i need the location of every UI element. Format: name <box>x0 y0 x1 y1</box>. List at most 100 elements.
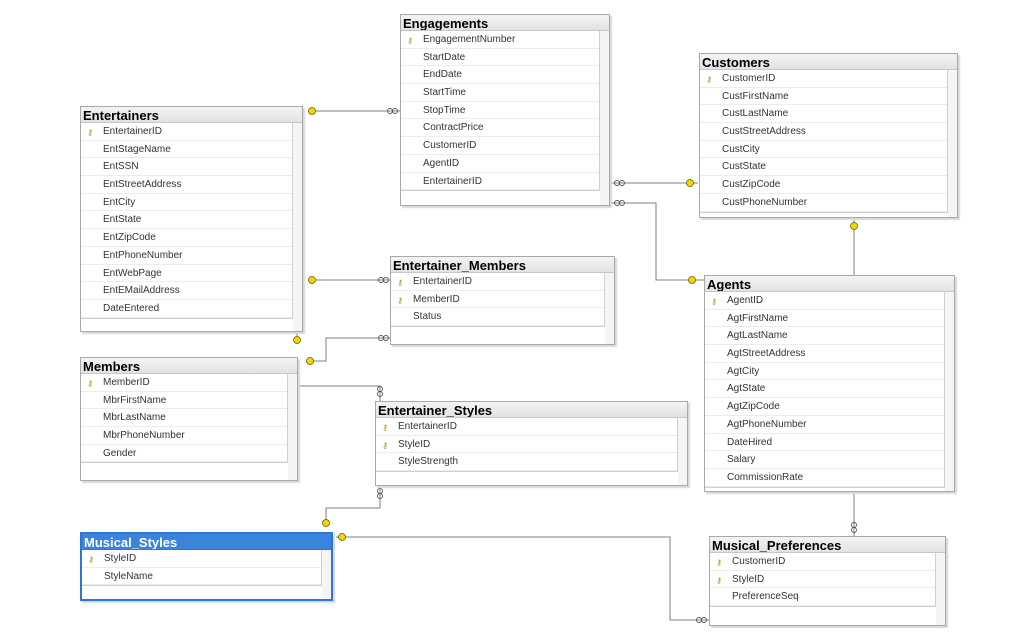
column-row[interactable]: EntZipCode <box>81 229 292 247</box>
column-row[interactable]: CommissionRate <box>705 469 944 487</box>
column-row[interactable]: ⚷AgentID <box>705 292 944 310</box>
column-row[interactable]: AgentID <box>401 155 599 173</box>
column-row[interactable]: ⚷StyleID <box>82 550 321 568</box>
column-row[interactable]: ⚷CustomerID <box>700 70 947 88</box>
column-row[interactable]: ⚷EntertainerID <box>376 418 677 436</box>
column-name: EndDate <box>423 69 462 81</box>
scrollbar-track[interactable] <box>948 70 957 217</box>
column-row[interactable]: AgtCity <box>705 363 944 381</box>
column-row[interactable]: MbrLastName <box>81 409 287 428</box>
column-row[interactable]: CustomerID <box>401 137 599 155</box>
column-row[interactable]: EntStreetAddress <box>81 176 292 194</box>
table-title[interactable]: Entertainers <box>81 107 302 123</box>
primary-key-icon: ⚷ <box>397 295 403 305</box>
column-name: AgentID <box>423 157 460 169</box>
column-row[interactable]: PreferenceSeq <box>710 588 935 607</box>
scrollbar-track[interactable] <box>936 553 945 625</box>
column-name: CustZipCode <box>722 179 781 191</box>
column-row[interactable]: CustCity <box>700 141 947 159</box>
column-row[interactable]: ⚷EntertainerID <box>391 273 604 291</box>
column-row[interactable]: AgtState <box>705 380 944 399</box>
column-row[interactable]: EndDate <box>401 66 599 85</box>
scrollbar-track[interactable] <box>288 374 297 480</box>
scrollbar-track[interactable] <box>945 292 954 491</box>
table-title[interactable]: Agents <box>705 276 954 292</box>
column-row[interactable]: EntStageName <box>81 141 292 159</box>
column-row[interactable]: Gender <box>81 445 287 463</box>
column-row[interactable]: Salary <box>705 451 944 469</box>
column-row[interactable]: ⚷EntertainerID <box>81 123 292 141</box>
column-row[interactable]: AgtZipCode <box>705 398 944 416</box>
column-row[interactable]: CustZipCode <box>700 176 947 194</box>
column-row[interactable]: ContractPrice <box>401 119 599 138</box>
column-row[interactable]: EntPhoneNumber <box>81 247 292 265</box>
scrollbar-track[interactable] <box>600 31 609 205</box>
table-title[interactable]: Engagements <box>401 15 609 31</box>
table-title[interactable]: Entertainer_Members <box>391 257 614 273</box>
column-row[interactable]: StartDate <box>401 49 599 67</box>
column-row[interactable]: EntSSN <box>81 158 292 177</box>
column-row[interactable]: EntCity <box>81 194 292 212</box>
column-row[interactable]: StopTime <box>401 102 599 120</box>
scrollbar-track[interactable] <box>678 418 687 485</box>
column-row[interactable]: CustState <box>700 158 947 177</box>
column-row[interactable]: EntertainerID <box>401 173 599 191</box>
column-row[interactable]: CustLastName <box>700 105 947 124</box>
column-row[interactable]: ⚷StyleID <box>376 436 677 454</box>
column-row[interactable]: MbrFirstName <box>81 392 287 410</box>
column-name: EntCity <box>103 196 136 208</box>
column-name: EntSSN <box>103 161 139 173</box>
column-row[interactable]: CustStreetAddress <box>700 123 947 141</box>
column-name: EngagementNumber <box>423 34 516 45</box>
column-name: AgtZipCode <box>727 401 780 413</box>
infinity-end-marker <box>696 617 707 623</box>
column-row[interactable]: ⚷MemberID <box>391 291 604 309</box>
column-row[interactable]: StartTime <box>401 84 599 102</box>
column-row[interactable]: ⚷MemberID <box>81 374 287 392</box>
primary-key-icon: ⚷ <box>706 75 712 84</box>
column-row[interactable]: EntState <box>81 211 292 230</box>
column-row[interactable]: ⚷StyleID <box>710 571 935 589</box>
primary-key-icon: ⚷ <box>716 575 722 585</box>
column-row[interactable]: AgtFirstName <box>705 310 944 328</box>
scrollbar-track[interactable] <box>605 273 614 344</box>
column-row[interactable]: DateEntered <box>81 300 292 318</box>
column-row[interactable]: EntWebPage <box>81 265 292 283</box>
table-title[interactable]: Customers <box>700 54 957 70</box>
table-title[interactable]: Musical_Styles <box>82 534 331 550</box>
scrollbar-track[interactable] <box>322 550 331 599</box>
column-row[interactable]: Status <box>391 308 604 327</box>
column-name: StartTime <box>423 87 466 99</box>
column-row[interactable]: StyleStrength <box>376 453 677 472</box>
column-row[interactable]: ⚷EngagementNumber <box>401 31 599 49</box>
column-name: CustStreetAddress <box>722 126 806 138</box>
column-row[interactable]: MbrPhoneNumber <box>81 427 287 445</box>
column-row[interactable]: CustFirstName <box>700 88 947 106</box>
table-entertainer-styles[interactable]: Entertainer_Styles⚷EntertainerID⚷StyleID… <box>375 401 688 486</box>
table-title[interactable]: Musical_Preferences <box>710 537 945 553</box>
scrollbar-track[interactable] <box>293 123 302 331</box>
column-row[interactable]: ⚷CustomerID <box>710 553 935 571</box>
column-row[interactable]: DateHired <box>705 434 944 452</box>
column-row[interactable]: AgtStreetAddress <box>705 345 944 363</box>
column-row[interactable]: AgtPhoneNumber <box>705 416 944 434</box>
column-name: CustCity <box>722 143 760 155</box>
column-row[interactable]: AgtLastName <box>705 327 944 346</box>
column-row[interactable]: CustPhoneNumber <box>700 194 947 212</box>
column-row[interactable]: EntEMailAddress <box>81 282 292 300</box>
table-title[interactable]: Entertainer_Styles <box>376 402 687 418</box>
table-entertainer-members[interactable]: Entertainer_Members⚷EntertainerID⚷Member… <box>390 256 615 345</box>
table-title[interactable]: Members <box>81 358 297 374</box>
column-name: AgtPhoneNumber <box>727 418 807 430</box>
column-row[interactable]: StyleName <box>82 568 321 586</box>
